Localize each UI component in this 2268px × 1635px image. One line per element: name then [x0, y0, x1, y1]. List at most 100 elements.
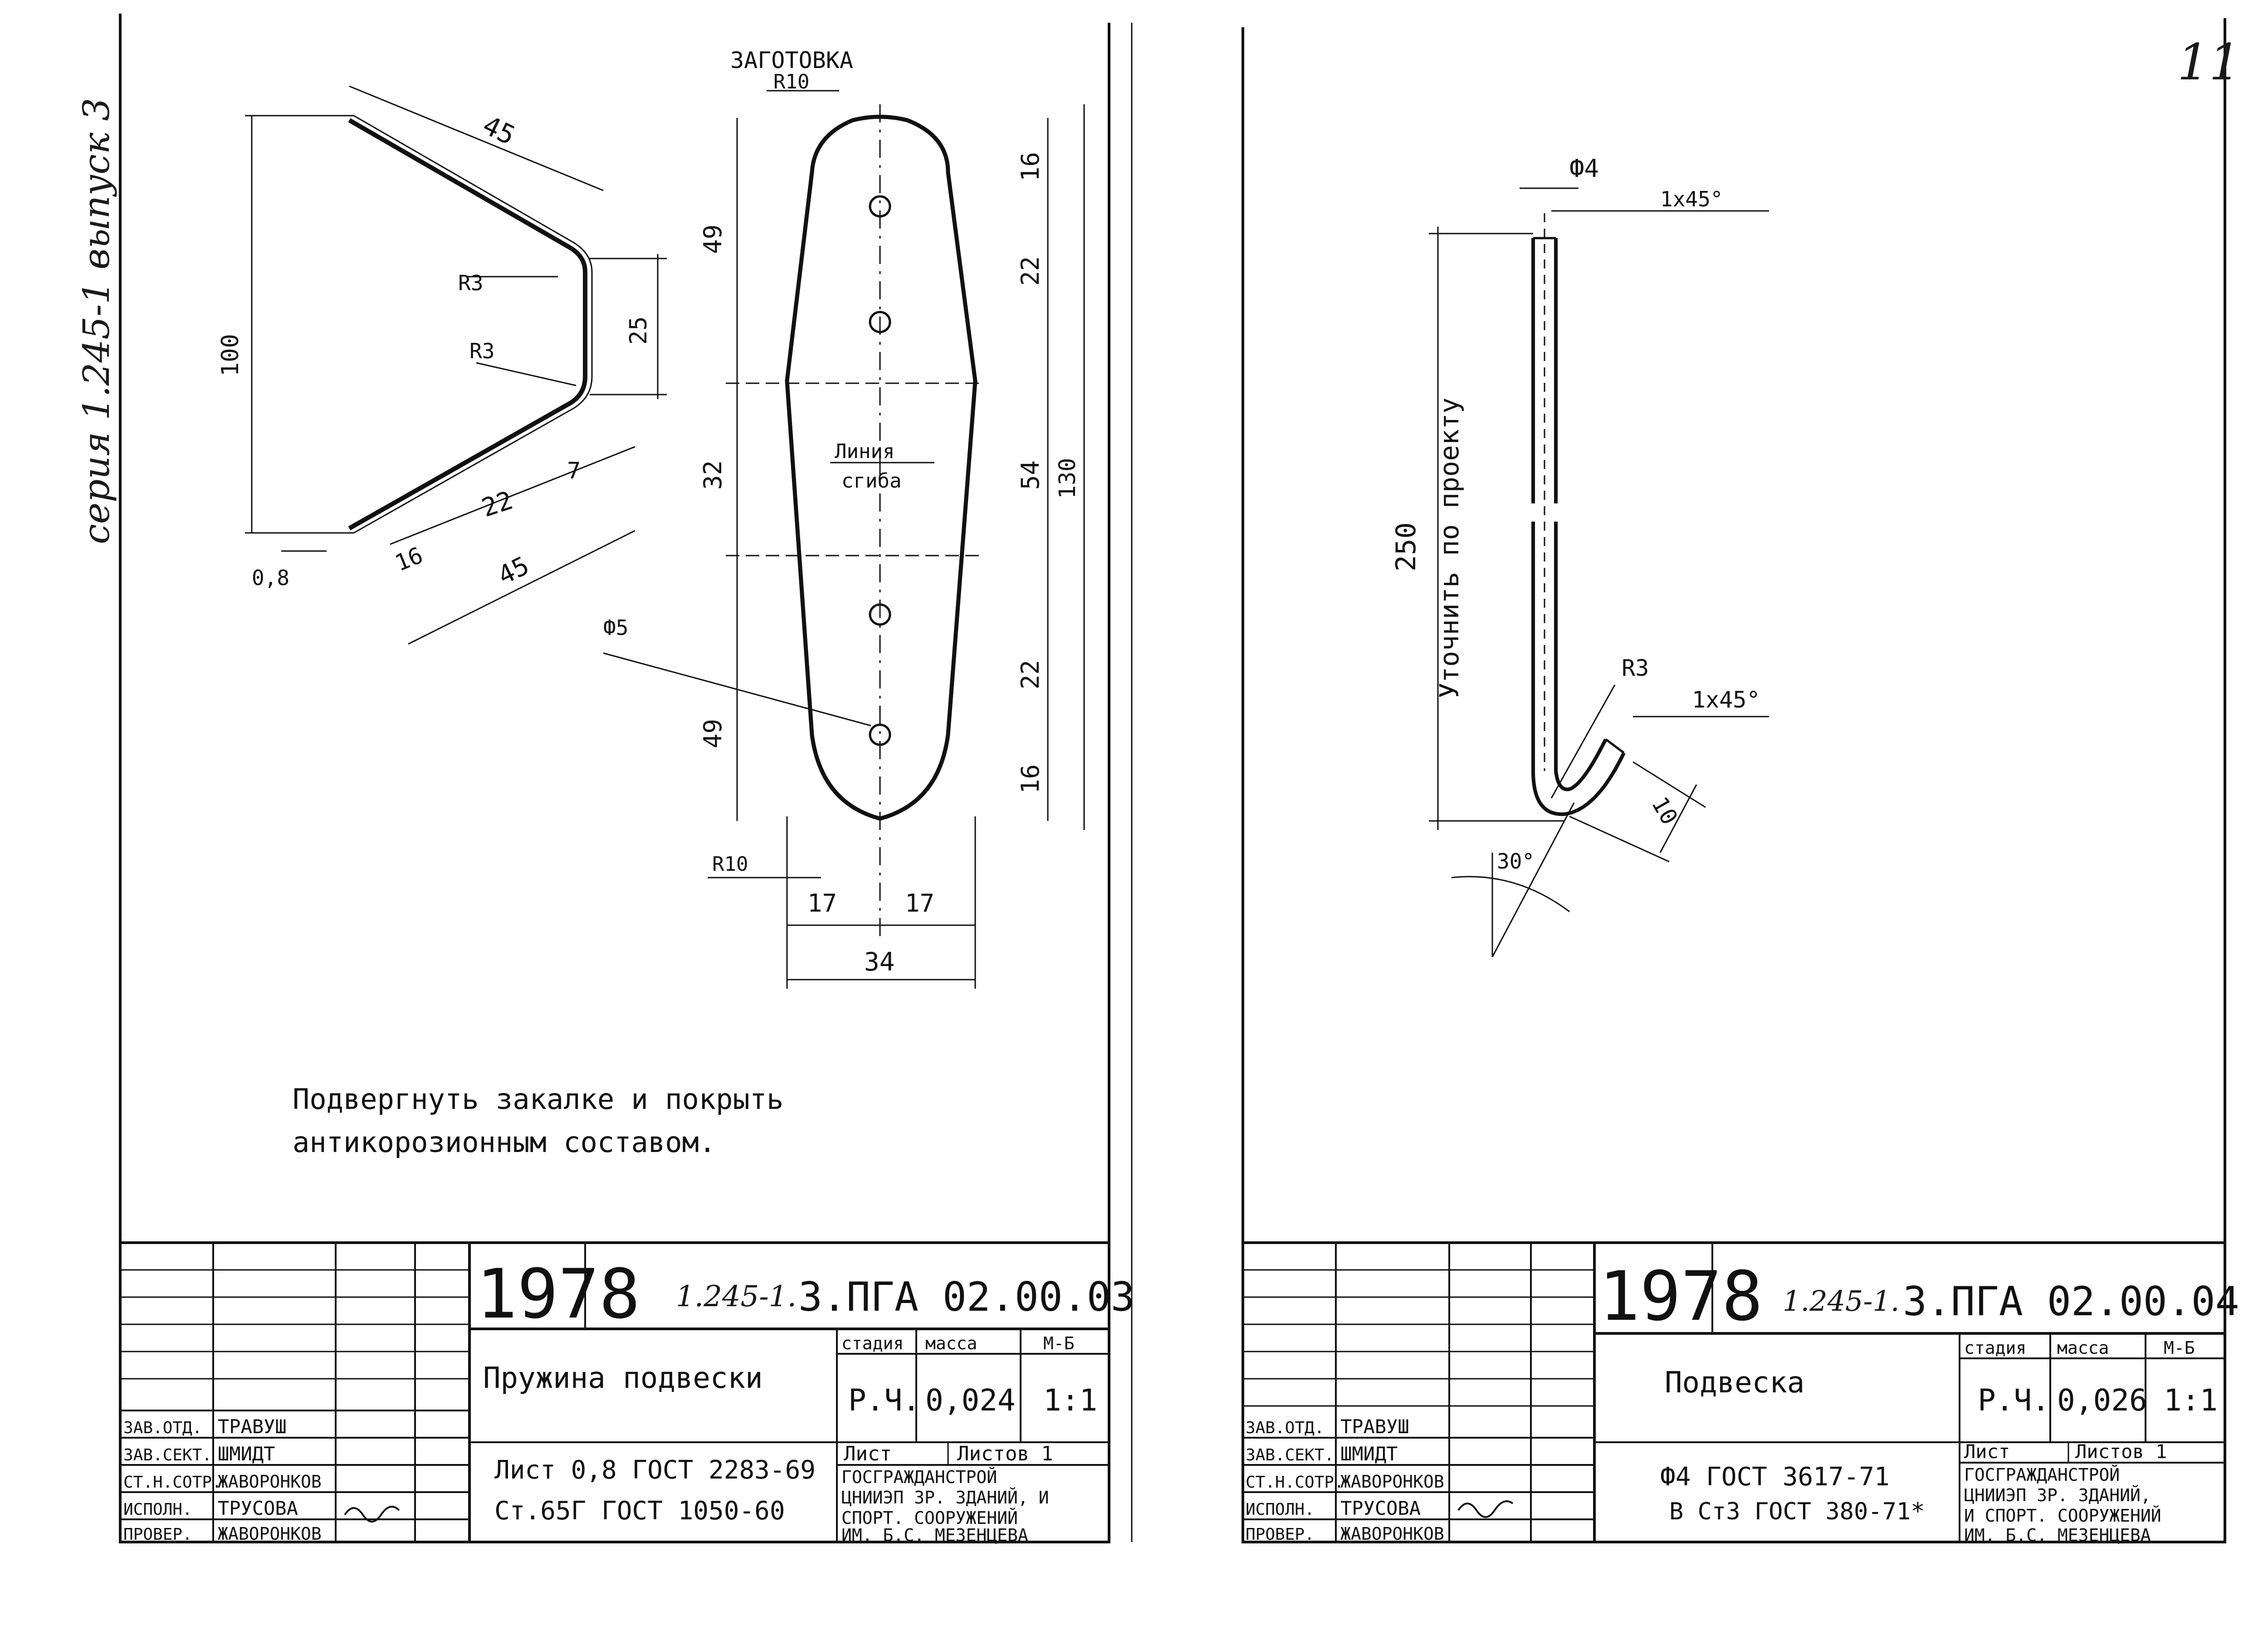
- tb-mass: 0,024: [925, 1383, 1016, 1418]
- tb-right-grid: [1243, 1269, 1594, 1520]
- dim-phi4: Ф4: [1569, 154, 1599, 183]
- tb-name: Пружина подвески: [483, 1362, 763, 1395]
- tb-material-2: В Ст3 ГОСТ 380-71*: [1669, 1498, 1925, 1525]
- hole: [869, 603, 891, 626]
- tb-code-prefix: 1.245-1.: [1783, 1284, 1900, 1318]
- dim-54: 54: [1016, 460, 1045, 490]
- tb-year: 1978: [476, 1255, 640, 1334]
- tb-stage: Р.Ч.: [1978, 1383, 2050, 1418]
- tb-sheet: Лист: [844, 1442, 892, 1465]
- tb-org-1: ГОСГРАЖДАНСТРОЙ: [841, 1467, 997, 1487]
- ext-line: [1633, 761, 1706, 808]
- left-title-block: 1978 1.245-1. 3.ПГА 02.00.03 Пружина под…: [119, 1241, 1135, 1545]
- tb-h-stage: стадия: [1964, 1338, 2026, 1358]
- blank-contour: [785, 115, 978, 821]
- angle-leg: [1491, 802, 1575, 957]
- hanger-rod: [1429, 187, 1769, 957]
- dim-line-22: [390, 446, 635, 545]
- tb-sheets: Листов 1: [957, 1442, 1053, 1465]
- dim-chamfer-bot: 1x45°: [1692, 687, 1760, 713]
- tb-role: ЗАВ.СЕКТ.: [123, 1446, 212, 1464]
- tb-role: ИСПОЛН.: [1246, 1500, 1315, 1519]
- dim-45-top: 45: [478, 109, 520, 151]
- tb-code-prefix: 1.245-1.: [676, 1280, 797, 1313]
- dim-32: 32: [699, 460, 727, 490]
- bend-label-2: сгиба: [841, 469, 901, 493]
- tb-role: ЗАВ.СЕКТ.: [1246, 1446, 1334, 1464]
- dim-r10-bot: R10: [712, 853, 748, 876]
- tb-org-3: СПОРТ. СООРУЖЕНИЙ: [841, 1508, 1018, 1528]
- tb-person: ЖАВОРОНКОВ: [218, 1472, 322, 1492]
- tb-code: 3.ПГА 02.00.03: [798, 1274, 1135, 1320]
- tb-person: ЖАВОРОНКОВ: [1340, 1472, 1444, 1492]
- dim-16-top: 16: [1016, 152, 1045, 181]
- tb-person: ТРАВУШ: [218, 1415, 287, 1438]
- tb-role: СТ.Н.СОТР.: [123, 1473, 222, 1492]
- tb-h-mass: масса: [2057, 1338, 2109, 1358]
- dim-16: 16: [391, 542, 427, 576]
- dim-line-45-top: [349, 85, 604, 191]
- tb-name: Подвеска: [1665, 1366, 1804, 1400]
- dim-10: 10: [1647, 792, 1683, 829]
- dim-49-bot: 49: [699, 719, 727, 748]
- dim-22: 22: [478, 486, 516, 523]
- dim-22-top: 22: [1016, 256, 1045, 286]
- dim-16-bot: 16: [1016, 764, 1045, 794]
- dim-08: 0,8: [252, 566, 289, 590]
- title-block-frame: [1242, 1241, 2226, 1543]
- dim-22-bot: 22: [1016, 660, 1045, 689]
- dim-100: 100: [217, 334, 244, 376]
- blank-label: ЗАГОТОВКА: [730, 47, 853, 73]
- spring-profile: [245, 85, 667, 645]
- tb-role: ПРОВЕР.: [123, 1525, 192, 1544]
- tb-person: ТРУСОВА: [1340, 1497, 1421, 1519]
- tb-h-mass: масса: [925, 1333, 977, 1353]
- tb-person: ТРУСОВА: [218, 1497, 298, 1519]
- tb-person: ЖАВОРОНКОВ: [1340, 1524, 1444, 1544]
- signature: [1457, 1500, 1514, 1518]
- dim-250: 250: [1390, 522, 1422, 571]
- bend-label-1: Линия: [835, 440, 894, 463]
- page-number: 11: [2177, 33, 2241, 91]
- dim-17-a: 17: [807, 889, 837, 918]
- rod-lower-hook: [1531, 522, 1626, 816]
- hanger-dimensions: Ф4 1x45° 1x45° R3 250 Уточнить по проект…: [1390, 154, 1760, 874]
- dim-49-top: 49: [699, 225, 727, 254]
- spring-strip: [348, 118, 587, 531]
- blank-dimensions: R10 R10 49 32 49 16 22 54 130 22 16 Ф5 1…: [603, 70, 1080, 977]
- tb-scale: 1:1: [1043, 1383, 1097, 1418]
- dim-phi5: Ф5: [603, 615, 628, 640]
- tb-year: 1978: [1599, 1257, 1763, 1336]
- tb-h-stage: стадия: [841, 1333, 904, 1353]
- tb-person: ЖАВОРОНКОВ: [218, 1524, 322, 1544]
- tb-h-scale: М-Б: [1043, 1333, 1075, 1353]
- dim-17-b: 17: [905, 889, 934, 918]
- tb-material-2: Ст.65Г ГОСТ 1050-60: [494, 1496, 785, 1526]
- dim-7: 7: [567, 458, 581, 484]
- tb-left-grid: [120, 1269, 469, 1520]
- tb-material-1: Лист 0,8 ГОСТ 2283-69: [494, 1455, 816, 1485]
- tb-org-3: И СПОРТ. СООРУЖЕНИЙ: [1964, 1506, 2161, 1526]
- dim-34: 34: [864, 947, 894, 977]
- tb-org-2: ЦНИИЭП ЗР. ЗДАНИЙ,: [1964, 1485, 2151, 1505]
- dim-r3: R3: [1622, 655, 1649, 681]
- dim-line-45-bot: [408, 530, 635, 645]
- leader-r3b: [476, 362, 577, 386]
- tb-sheets: Листов 1: [2075, 1440, 2167, 1463]
- tb-role: ЗАВ.ОТД.: [1246, 1419, 1324, 1437]
- dim-line-10: [1659, 784, 1697, 853]
- tb-org-2: ЦНИИЭП ЗР. ЗДАНИЙ, И: [841, 1488, 1049, 1508]
- spring-strip-inner: [353, 115, 593, 534]
- title-block-frame: [119, 1241, 1110, 1543]
- tb-sheet: Лист: [1964, 1440, 2010, 1463]
- dim-130: 130: [1054, 458, 1080, 499]
- signature: [344, 1506, 400, 1523]
- tb-role: ПРОВЕР.: [1246, 1525, 1315, 1544]
- hole: [869, 195, 891, 218]
- series-note: серия 1.245-1 выпуск 3: [75, 98, 117, 544]
- dim-r3-a: R3: [458, 271, 483, 295]
- tb-role: СТ.Н.СОТР.: [1246, 1473, 1344, 1492]
- tb-material-1: Ф4 ГОСТ 3617-71: [1660, 1462, 1890, 1492]
- angle-arc: [1451, 876, 1570, 913]
